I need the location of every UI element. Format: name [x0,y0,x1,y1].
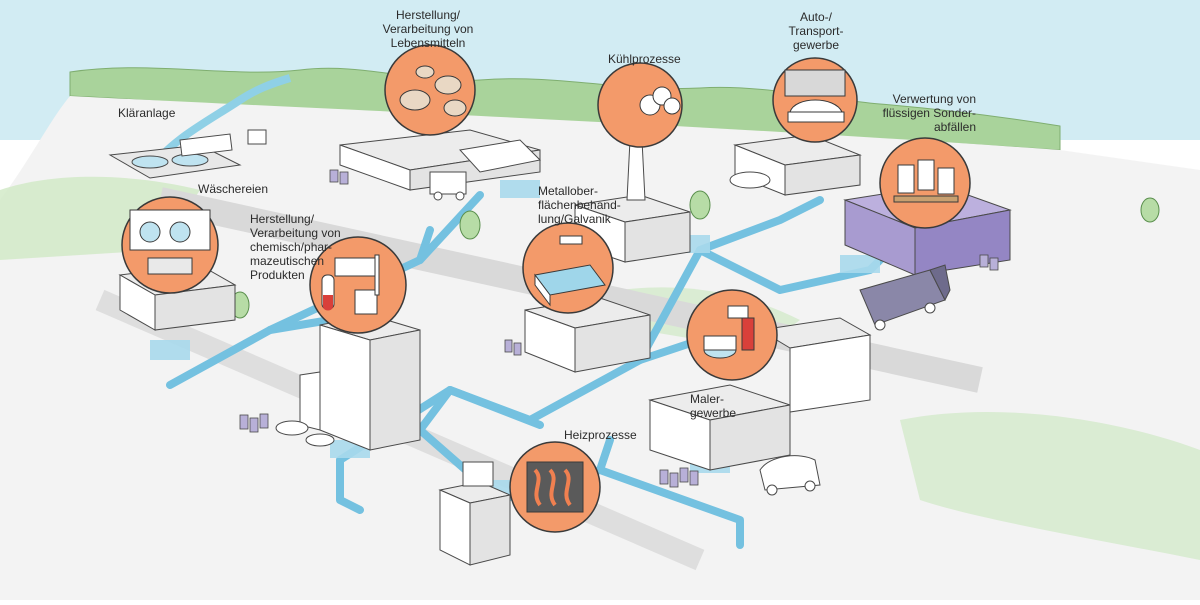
washing-machine-icon [121,196,219,294]
heating-building [438,461,512,566]
label-klaeranlage: Kläranlage [118,106,176,120]
potato-vegetables-icon [384,44,476,136]
label-galvanik: Metallober- flächenbehand- lung/Galvanik [538,184,621,226]
label-auto: Auto-/ Transport- gewerbe [788,10,844,52]
grass-patch-right [900,411,1200,560]
label-lebensmittel: Herstellung/ Verarbeitung von Lebensmitt… [382,8,474,50]
painter-building [648,317,872,496]
cooling-building [574,139,691,263]
label-waeschereien: Wäschereien [198,182,269,196]
lab-glassware-icon [309,236,407,334]
klaeranlage-plant [108,129,267,179]
heat-exchanger-icon [509,441,601,533]
steam-chimney-icon [597,62,683,148]
label-sonderabfaelle: Verwertung von flüssigen Sonder- abfälle… [882,92,976,134]
label-heizprozesse: Heizprozesse [564,428,637,442]
auto-garage [729,134,862,196]
food-factory [339,129,542,201]
chemical-drums-icon [879,137,971,229]
car-wash-icon [772,57,858,143]
label-chemisch: Herstellung/ Verarbeitung von chemisch/p… [250,212,341,282]
paint-bucket-brush-icon [686,289,778,381]
label-maler: Maler- gewerbe [690,392,737,420]
plating-bath-icon [522,222,614,314]
barrels [239,169,999,488]
label-kuehlprozesse: Kühlprozesse [608,52,681,66]
